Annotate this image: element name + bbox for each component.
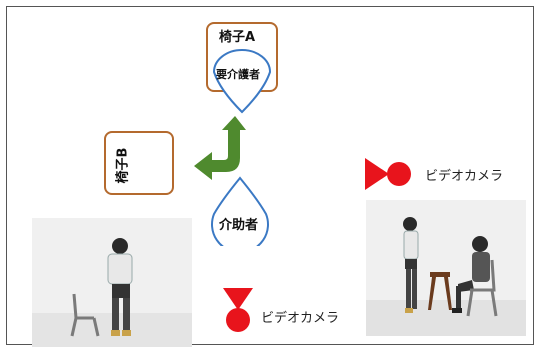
video-camera-icon <box>365 158 411 190</box>
side-view-photo-image <box>366 200 526 336</box>
back-view-photo <box>32 218 192 347</box>
camera-lens-shape <box>223 288 253 310</box>
caregiver-label: 介助者 <box>219 218 259 233</box>
turn-arrow-path <box>194 116 246 180</box>
chair-b-box <box>104 131 174 195</box>
camera-side-label: ビデオカメラ <box>425 169 504 184</box>
video-camera-icon <box>223 288 253 332</box>
person-back-view <box>107 238 133 336</box>
chair-drawing <box>70 293 100 337</box>
camera-lens-shape <box>365 158 389 190</box>
caregiver-drop-shape <box>211 176 269 246</box>
seated-chair <box>466 259 498 317</box>
camera-front-label: ビデオカメラ <box>261 311 340 326</box>
wooden-stool <box>428 272 452 310</box>
person-standing-side <box>403 217 419 313</box>
back-view-photo-image <box>32 218 192 347</box>
caregiver-marker <box>211 176 269 246</box>
camera-body-shape <box>387 162 411 186</box>
chair-a-label: 椅子A <box>219 30 256 45</box>
turn-arrow-icon <box>194 116 246 180</box>
care-receiver-drop-shape <box>212 49 272 114</box>
side-view-photo <box>366 200 526 336</box>
care-receiver-marker <box>212 49 272 114</box>
diagram-frame <box>6 6 534 345</box>
care-receiver-label: 要介護者 <box>216 68 260 81</box>
camera-body-shape <box>226 308 250 332</box>
chair-b-label: 椅子B <box>115 147 131 184</box>
